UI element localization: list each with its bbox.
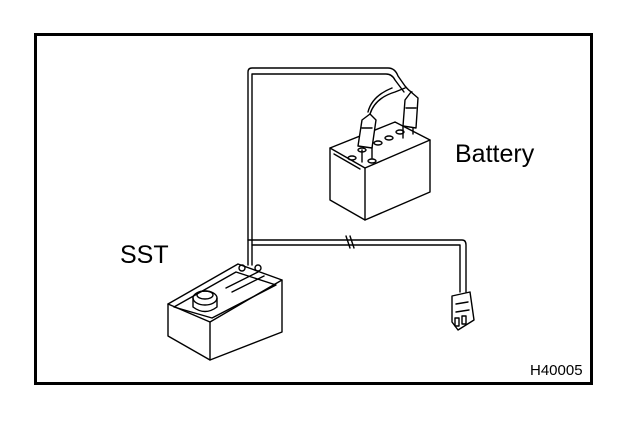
connector-drawing [451, 291, 475, 331]
sst-drawing [167, 263, 283, 361]
battery-clips [357, 91, 419, 149]
sst-label: SST [120, 241, 169, 269]
figure-code: H40005 [530, 362, 583, 379]
battery-drawing [329, 121, 431, 221]
figure-frame [34, 33, 593, 385]
battery-label: Battery [455, 140, 535, 168]
wires [247, 67, 467, 293]
